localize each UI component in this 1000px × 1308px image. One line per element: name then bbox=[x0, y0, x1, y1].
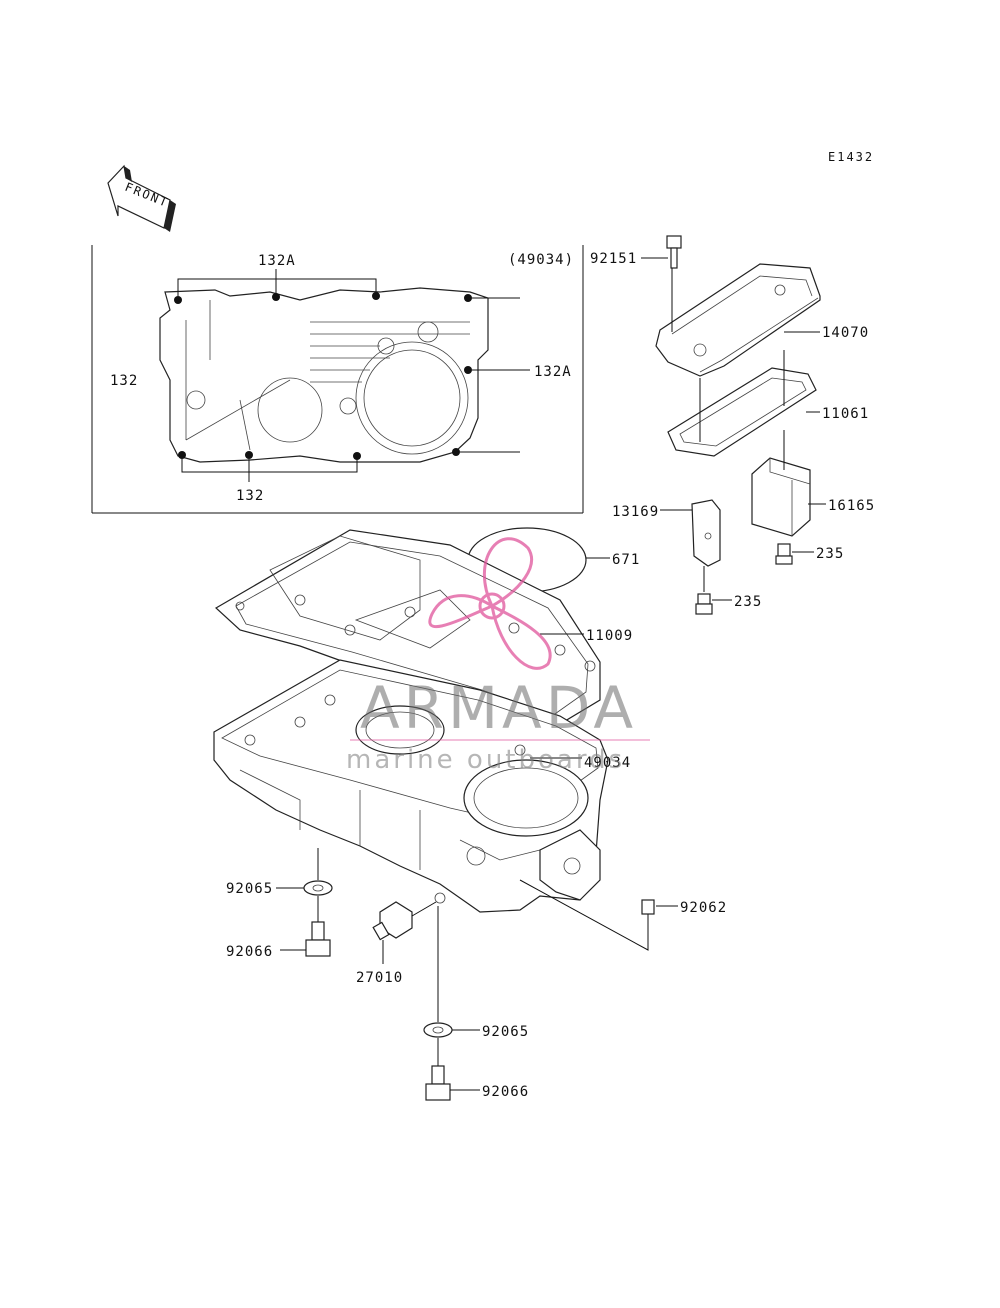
label-27010: 27010 bbox=[356, 970, 403, 986]
label-16165: 16165 bbox=[828, 498, 875, 514]
label-92151: 92151 bbox=[590, 251, 637, 267]
label-92062: 92062 bbox=[680, 900, 727, 916]
washer-92065-left-icon bbox=[303, 880, 333, 896]
switch-27010-icon bbox=[372, 901, 413, 941]
label-92065-bottom: 92065 bbox=[482, 1024, 529, 1040]
front-arrow-icon: FRONT bbox=[107, 164, 176, 232]
inset-bolt-pattern: (49034) 132A bbox=[91, 245, 584, 514]
screw-235-right-icon bbox=[775, 543, 793, 565]
breather-assembly: 92151 14070 11061 16165 235 bbox=[590, 235, 875, 615]
label-11009: 11009 bbox=[586, 628, 633, 644]
drain-bolt-92066-bottom-icon bbox=[425, 1065, 451, 1101]
plug-92062-icon bbox=[641, 899, 655, 915]
label-235-mid: 235 bbox=[734, 594, 762, 610]
bolt-92151-icon bbox=[666, 235, 682, 269]
label-132-left: 132 bbox=[110, 373, 138, 389]
label-14070: 14070 bbox=[822, 325, 869, 341]
screw-235-mid-icon bbox=[695, 593, 713, 615]
label-92066-left: 92066 bbox=[226, 944, 273, 960]
label-132A-right: 132A bbox=[534, 364, 572, 380]
watermark-brand: ARMADA bbox=[360, 674, 637, 742]
label-49034: 49034 bbox=[584, 755, 631, 771]
label-132A-top: 132A bbox=[258, 253, 296, 269]
inset-ref-label: (49034) bbox=[508, 252, 574, 268]
label-671: 671 bbox=[612, 552, 640, 568]
label-92065-left: 92065 bbox=[226, 881, 273, 897]
label-235-right: 235 bbox=[816, 546, 844, 562]
diagram-code: E1432 bbox=[828, 150, 874, 164]
drain-bolt-92066-left-icon bbox=[305, 921, 331, 957]
label-11061: 11061 bbox=[822, 406, 869, 422]
watermark-tagline: marine outboards bbox=[346, 745, 625, 775]
washer-92065-bottom-icon bbox=[423, 1022, 453, 1038]
label-13169: 13169 bbox=[612, 504, 659, 520]
label-132-bottom: 132 bbox=[236, 488, 264, 504]
watermark-logo-icon bbox=[428, 537, 552, 670]
oil-pan-49034 bbox=[213, 659, 609, 913]
label-92066-bottom: 92066 bbox=[482, 1084, 529, 1100]
